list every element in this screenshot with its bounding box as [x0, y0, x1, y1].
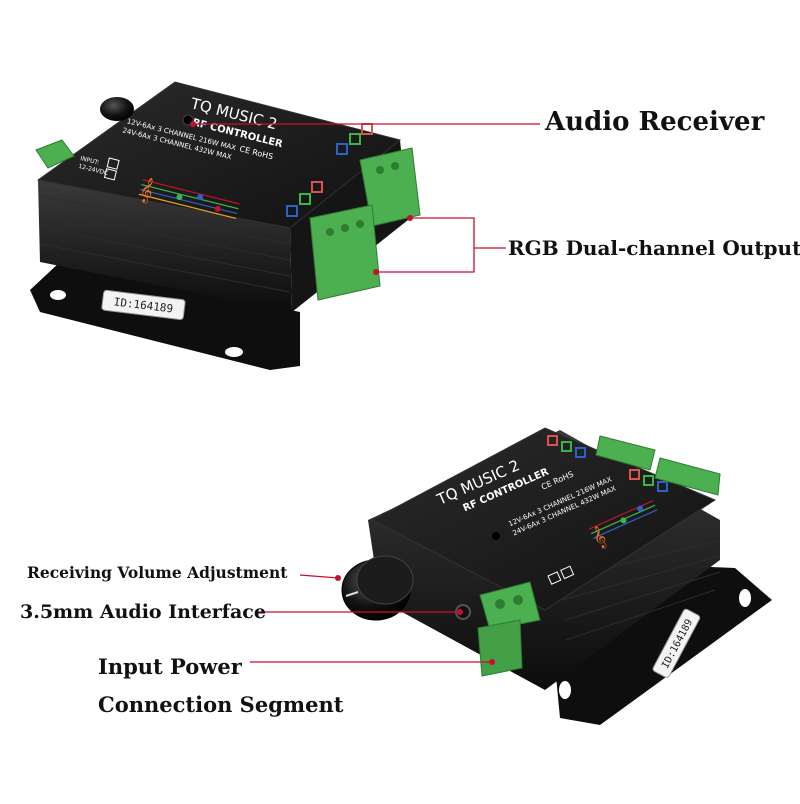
channel-indicators: [286, 123, 373, 217]
input-power-terminal: [35, 139, 75, 169]
audio-interface-callout: 3.5mm Audio Interface: [20, 601, 266, 623]
input-power-callout-line2: Connection Segment: [98, 692, 344, 717]
leader-lines: [193, 123, 540, 663]
channel-indicators: [547, 435, 668, 492]
rgb-output-terminal: [654, 457, 721, 496]
leader-dot: [373, 269, 379, 275]
device-side: [38, 180, 292, 312]
input-label: INPUT:: [80, 155, 100, 166]
input-power-callout: Input Power Connection Segment: [98, 648, 343, 724]
music-note-icon: 𝄞: [137, 176, 240, 220]
audio-receiver-callout: Audio Receiver: [545, 107, 765, 137]
leader-dot: [190, 121, 196, 127]
mount-hole: [739, 589, 751, 607]
rgb-output-terminals: [309, 147, 421, 301]
leader-dot: [407, 215, 413, 221]
input-power-terminal: [479, 581, 541, 631]
mount-hole: [559, 681, 571, 699]
leader-dot: [489, 659, 495, 665]
leader-dot: [335, 575, 341, 581]
bottom-device: ID:164189 TQ MUSIC 2 RF CONTROLLER CE Ro…: [341, 427, 772, 725]
mount-hole: [225, 347, 243, 357]
leader-dot: [457, 609, 463, 615]
input-power-callout-line1: Input Power: [98, 654, 242, 679]
rgb-output-terminal: [595, 435, 656, 471]
rgb-output-callout: RGB Dual-channel Output: [508, 236, 800, 260]
volume-adjustment-callout: Receiving Volume Adjustment: [27, 563, 288, 582]
mount-hole: [50, 290, 66, 300]
volume-knob: [100, 97, 134, 121]
audio-receiver-hole: [492, 532, 500, 540]
svg-text:𝄞: 𝄞: [137, 176, 156, 204]
